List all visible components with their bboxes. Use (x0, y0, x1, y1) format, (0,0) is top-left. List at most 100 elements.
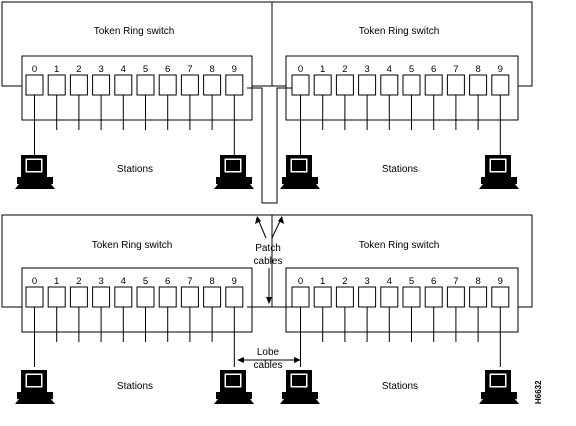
port-number: 9 (232, 276, 237, 287)
port-box (469, 74, 488, 96)
port: 6 (424, 64, 443, 130)
stations-label: Stations (117, 164, 153, 175)
port: 4 (114, 64, 133, 130)
port-number: 3 (364, 64, 369, 75)
port-number: 5 (409, 276, 414, 287)
keyboard (214, 399, 254, 404)
keyboard (15, 184, 55, 189)
screen-face (292, 375, 306, 386)
port-box (335, 74, 354, 96)
base (17, 177, 53, 184)
port-number: 9 (498, 276, 503, 287)
port-box (424, 74, 443, 96)
port-box (446, 74, 465, 96)
port-box (358, 74, 377, 96)
port-number: 6 (431, 276, 436, 287)
port-number: 5 (409, 64, 414, 75)
port-number: 1 (54, 64, 59, 75)
port-box (402, 74, 421, 96)
port-box (203, 286, 222, 308)
computer-icon (214, 155, 254, 189)
port: 1 (47, 276, 66, 342)
patch-arrow-down (266, 268, 272, 304)
port-box (402, 286, 421, 308)
port: 0 (291, 64, 310, 155)
port: 7 (446, 276, 465, 342)
port-box (291, 74, 310, 96)
base (216, 177, 252, 184)
computer-icon (479, 155, 519, 189)
port-number: 1 (320, 276, 325, 287)
port-box (92, 74, 111, 96)
base (481, 392, 517, 399)
port: 5 (402, 64, 421, 130)
port: 3 (92, 64, 111, 130)
port-number: 8 (475, 64, 480, 75)
computer-icon (214, 370, 254, 404)
port: 2 (69, 276, 88, 342)
port: 3 (358, 64, 377, 130)
keyboard (214, 184, 254, 189)
port-number: 4 (387, 276, 392, 287)
screen-face (491, 375, 505, 386)
port-box (136, 74, 155, 96)
port-number: 6 (431, 64, 436, 75)
port: 3 (358, 276, 377, 342)
port: 9 (491, 276, 510, 367)
screen-face (226, 375, 240, 386)
lobe-cables-label: Lobe (257, 347, 280, 358)
port-box (380, 286, 399, 308)
port: 5 (136, 64, 155, 130)
stations-label: Stations (382, 381, 418, 392)
port: 4 (380, 64, 399, 130)
port-number: 8 (475, 276, 480, 287)
port-box (69, 74, 88, 96)
stations-label: Stations (382, 164, 418, 175)
port-box (114, 74, 133, 96)
port-box (313, 74, 332, 96)
port-box (47, 286, 66, 308)
patch-cable-top (247, 87, 292, 204)
port: 9 (225, 64, 244, 155)
lobe-cables-label-2: cables (254, 360, 283, 371)
port-box (380, 74, 399, 96)
port: 0 (25, 64, 44, 155)
port-number: 2 (76, 276, 81, 287)
port-number: 9 (498, 64, 503, 75)
port-box (358, 286, 377, 308)
computer-icon (479, 370, 519, 404)
port-box (291, 286, 310, 308)
port: 4 (380, 276, 399, 342)
port: 8 (203, 276, 222, 342)
keyboard (15, 399, 55, 404)
port: 0 (291, 276, 310, 367)
port-number: 7 (187, 64, 192, 75)
port-number: 9 (232, 64, 237, 75)
port: 6 (158, 276, 177, 342)
screen-face (226, 160, 240, 171)
port: 8 (469, 276, 488, 342)
port-box (158, 74, 177, 96)
port-number: 4 (387, 64, 392, 75)
port-box (424, 286, 443, 308)
port-number: 4 (121, 276, 126, 287)
port: 2 (335, 64, 354, 130)
port-box (335, 286, 354, 308)
port: 0 (25, 276, 44, 367)
port-number: 1 (320, 64, 325, 75)
port-box (491, 286, 510, 308)
computer-icon (15, 155, 55, 189)
port-number: 6 (165, 64, 170, 75)
port: 7 (180, 64, 199, 130)
port-number: 6 (165, 276, 170, 287)
port-box (25, 74, 44, 96)
base (216, 392, 252, 399)
